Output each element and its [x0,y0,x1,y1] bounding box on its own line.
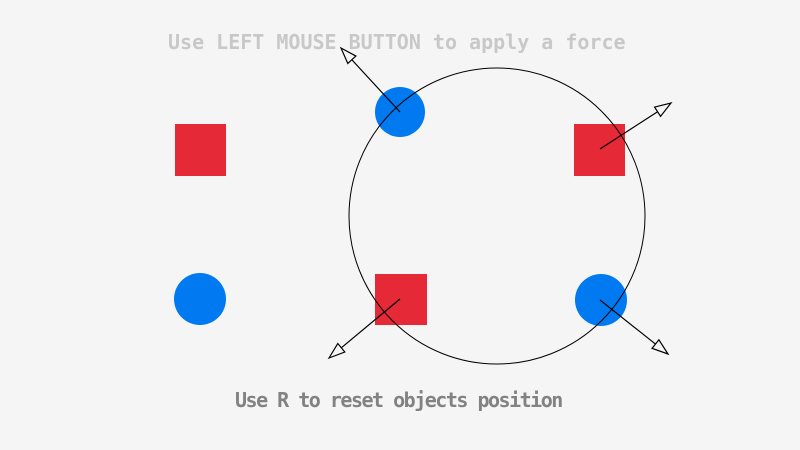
force-arrow-top-right-head-icon [653,101,673,118]
force-arrow-bottom-right-head-icon [651,338,670,356]
force-arrow-bottom-right-shaft [599,299,656,345]
selection-circle-outline [348,67,646,365]
physics-object-blue-ball-bottom-right[interactable] [575,274,627,326]
physics-object-red-box-left[interactable] [175,124,226,176]
force-arrow-bottom-left-head-icon [327,342,346,360]
force-arrow-top-right-shaft [599,111,658,150]
instruction-reset-objects: Use R to reset objects position [235,388,563,412]
force-arrow-bottom-left-shaft [340,298,401,349]
physics-object-red-box-right[interactable] [574,124,625,176]
force-arrow-top-left-shaft [351,59,401,113]
physics-object-blue-ball-bottom-left[interactable] [174,273,226,325]
instruction-apply-force: Use LEFT MOUSE BUTTON to apply a force [168,30,626,54]
physics-object-red-box-center[interactable] [375,274,427,325]
force-arrow-top-left-head-icon [339,46,357,65]
